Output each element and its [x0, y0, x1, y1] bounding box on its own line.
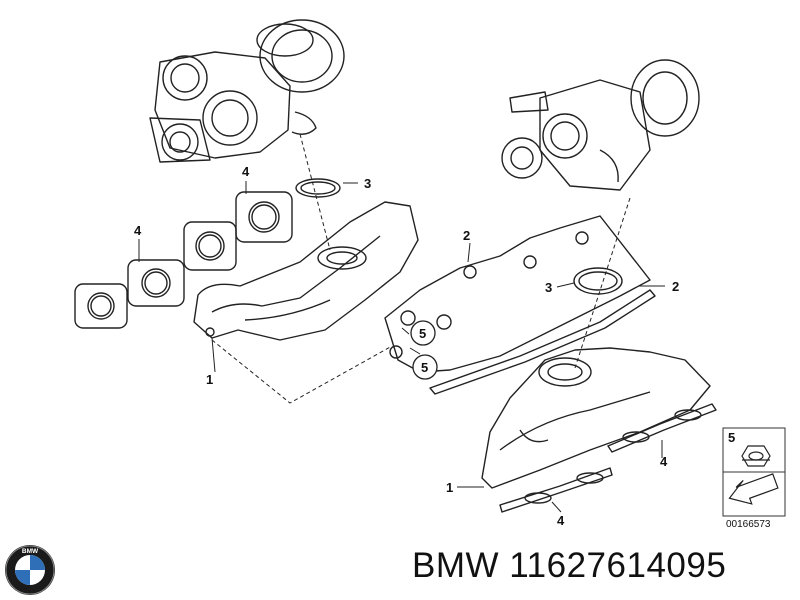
callout-4-top: 4	[242, 164, 250, 179]
callout-5-a: 5	[419, 326, 426, 341]
part-reference-number: 00166573	[726, 519, 771, 530]
bmw-logo-letters: BMW	[22, 548, 39, 555]
callout-5-b: 5	[421, 360, 428, 375]
callout-1-right: 1	[446, 480, 453, 495]
part-caption: BMW 11627614095	[412, 546, 726, 586]
callout-5-ring-a	[410, 320, 436, 346]
gasket-right-lower	[499, 467, 613, 513]
nut-icon	[741, 445, 771, 467]
callout-4-right: 4	[660, 454, 668, 469]
turbocharger-right	[501, 59, 700, 191]
legend-box: 5	[722, 427, 786, 517]
callout-5-ring-b	[412, 354, 438, 380]
exhaust-manifold-left	[193, 201, 419, 341]
callout-1-left: 1	[206, 372, 213, 387]
brand-name: BMW	[412, 546, 500, 585]
callout-3-right: 3	[545, 280, 552, 295]
gasket-right-upper	[607, 403, 717, 453]
assembly-dashed-lines	[211, 133, 631, 404]
exhaust-manifold-right	[481, 347, 711, 489]
ring-gasket-right	[573, 267, 623, 295]
leader-lines	[138, 181, 665, 513]
gasket-left-4	[235, 191, 293, 243]
callout-2-top: 2	[463, 228, 470, 243]
gasket-left-outer	[74, 283, 128, 329]
turbocharger-left	[149, 19, 345, 163]
callout-2-right: 2	[672, 279, 679, 294]
callout-4-left: 4	[134, 223, 142, 238]
part-number: 11627614095	[509, 546, 727, 585]
bmw-logo: BMW	[5, 545, 55, 595]
legend-callout-5: 5	[728, 430, 735, 445]
callout-3-left: 3	[364, 176, 371, 191]
ring-gasket-left	[295, 178, 341, 198]
callout-4-bottom: 4	[557, 513, 565, 528]
gasket-plate-right	[429, 289, 656, 395]
gasket-left-2	[127, 259, 185, 307]
gasket-left-3	[183, 221, 237, 271]
arrow-icon	[728, 473, 779, 505]
